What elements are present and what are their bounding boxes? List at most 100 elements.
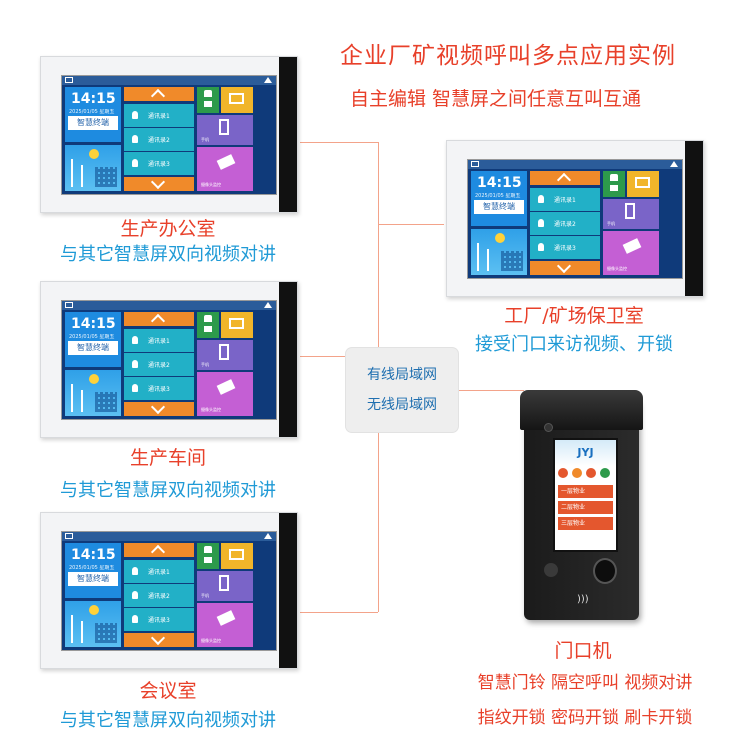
chevron-down-icon <box>150 174 166 190</box>
contact-button-3[interactable]: 通讯录3 <box>124 377 194 400</box>
tv-icon <box>65 302 73 308</box>
scroll-up-button[interactable] <box>530 171 600 188</box>
home-icon[interactable] <box>264 77 272 83</box>
bell-icon[interactable] <box>600 468 610 478</box>
contact-button-3[interactable]: 通讯录3 <box>530 236 600 259</box>
date-label: 2025/01/05 星期五 <box>475 193 521 199</box>
mail-icon <box>229 549 244 560</box>
monitor-workshop: 14:15 2025/01/05 星期五 智慧终端 通讯录1 通讯录2 通讯录3… <box>40 281 298 438</box>
door-screen[interactable]: JYJ 一层物业 二层物业 三层物业 <box>553 438 618 552</box>
message-button[interactable] <box>627 171 659 197</box>
monitor-meeting: 14:15 2025/01/05 星期五 智慧终端 通讯录1 通讯录2 通讯录3… <box>40 512 298 669</box>
camera-button[interactable]: 摄像头监控 <box>197 372 253 416</box>
clock-tile: 14:15 2025/01/05 星期五 智慧终端 <box>65 312 121 367</box>
sun-icon <box>89 605 99 615</box>
brand-button[interactable]: 智慧终端 <box>474 200 524 214</box>
mail-icon <box>229 93 244 104</box>
door-logo: JYJ <box>555 440 616 466</box>
contact-button-1[interactable]: 通讯录1 <box>530 188 600 211</box>
contact-button-2[interactable]: 通讯录2 <box>124 128 194 151</box>
contact-button-3[interactable]: 通讯录3 <box>124 608 194 631</box>
camera-button[interactable]: 摄像头监控 <box>197 603 253 647</box>
chevron-up-icon <box>556 172 572 188</box>
monitor-screen[interactable]: 14:15 2025/01/05 星期五 智慧终端 通讯录1 通讯录2 通讯录3… <box>61 300 277 420</box>
contact-button-3[interactable]: 通讯录3 <box>124 152 194 175</box>
monitor-screen[interactable]: 14:15 2025/01/05 星期五 智慧终端 通讯录1 通讯录2 通讯录3… <box>467 159 683 279</box>
sun-icon <box>89 374 99 384</box>
phone-icon <box>625 203 635 219</box>
unlock-button[interactable] <box>197 87 219 113</box>
message-button[interactable] <box>221 543 253 569</box>
scroll-up-button[interactable] <box>124 312 194 329</box>
contact-button-2[interactable]: 通讯录2 <box>124 584 194 607</box>
scroll-up-button[interactable] <box>124 87 194 104</box>
person-icon <box>132 135 138 143</box>
unlock-button[interactable] <box>603 171 625 197</box>
monitor-screen[interactable]: 14:15 2025/01/05 星期五 智慧终端 通讯录1 通讯录2 通讯录3… <box>61 531 277 651</box>
chevron-up-icon <box>150 544 166 560</box>
fingerprint-sensor[interactable] <box>593 558 617 584</box>
home-icon[interactable] <box>264 302 272 308</box>
guard-desc: 接受门口来访视频、开锁 <box>475 334 673 355</box>
home-icon[interactable] <box>670 161 678 167</box>
camera-button[interactable]: 摄像头监控 <box>197 147 253 191</box>
brand-button[interactable]: 智慧终端 <box>68 341 118 355</box>
lock-icon[interactable] <box>558 468 568 478</box>
camera-lens-icon <box>544 423 553 432</box>
phone-button[interactable]: 手机 <box>197 340 253 370</box>
door-row-2[interactable]: 二层物业 <box>558 501 613 514</box>
door-row-3[interactable]: 三层物业 <box>558 517 613 530</box>
office-name: 生产办公室 <box>120 218 216 240</box>
page-title: 企业厂矿视频呼叫多点应用实例 <box>340 43 676 69</box>
lock-icon <box>610 174 618 181</box>
camera-button[interactable]: 摄像头监控 <box>603 231 659 275</box>
person-icon <box>538 195 544 203</box>
message-button[interactable] <box>221 312 253 338</box>
weather-tile <box>471 229 527 275</box>
contact-button-1[interactable]: 通讯录1 <box>124 104 194 127</box>
date-label: 2025/01/05 星期五 <box>69 334 115 340</box>
chevron-down-icon <box>556 258 572 274</box>
lock-icon <box>204 546 212 553</box>
message-button[interactable] <box>221 87 253 113</box>
scroll-up-button[interactable] <box>124 543 194 560</box>
phone-button[interactable]: 手机 <box>197 115 253 145</box>
door-features-2: 指纹开锁 密码开锁 刷卡开锁 <box>477 708 693 728</box>
brand-button[interactable]: 智慧终端 <box>68 116 118 130</box>
wire-guard <box>378 224 444 225</box>
chevron-down-icon <box>150 630 166 646</box>
monitor-screen[interactable]: 14:15 2025/01/05 星期五 智慧终端 通讯录1 通讯录2 通讯录3… <box>61 75 277 195</box>
scroll-down-button[interactable] <box>124 174 194 191</box>
phone-button[interactable]: 手机 <box>603 199 659 229</box>
clock-tile: 14:15 2025/01/05 星期五 智慧终端 <box>471 171 527 226</box>
scroll-down-button[interactable] <box>124 399 194 416</box>
guard-name: 工厂/矿场保卫室 <box>504 305 644 327</box>
wire-door <box>458 390 524 391</box>
person-icon <box>538 243 544 251</box>
play-icon[interactable] <box>586 468 596 478</box>
brand-button[interactable]: 智慧终端 <box>68 572 118 586</box>
contact-button-2[interactable]: 通讯录2 <box>124 353 194 376</box>
phone-button[interactable]: 手机 <box>197 571 253 601</box>
keypad-icon[interactable] <box>544 563 558 577</box>
contact-button-2[interactable]: 通讯录2 <box>530 212 600 235</box>
unlock-button[interactable] <box>197 312 219 338</box>
scroll-down-button[interactable] <box>124 630 194 647</box>
contact-button-1[interactable]: 通讯录1 <box>124 329 194 352</box>
phone-icon[interactable] <box>572 468 582 478</box>
camera-icon <box>216 610 236 626</box>
contact-button-1[interactable]: 通讯录1 <box>124 560 194 583</box>
person-icon <box>538 219 544 227</box>
meeting-desc: 与其它智慧屏双向视频对讲 <box>60 710 276 731</box>
lock-icon <box>204 315 212 322</box>
unlock-button[interactable] <box>197 543 219 569</box>
scroll-down-button[interactable] <box>530 258 600 275</box>
date-label: 2025/01/05 星期五 <box>69 109 115 115</box>
door-row-1[interactable]: 一层物业 <box>558 485 613 498</box>
person-icon <box>132 384 138 392</box>
home-icon[interactable] <box>264 533 272 539</box>
wire-workshop <box>300 356 348 357</box>
person-icon <box>132 615 138 623</box>
office-desc: 与其它智慧屏双向视频对讲 <box>60 244 276 265</box>
chevron-down-icon <box>150 399 166 415</box>
